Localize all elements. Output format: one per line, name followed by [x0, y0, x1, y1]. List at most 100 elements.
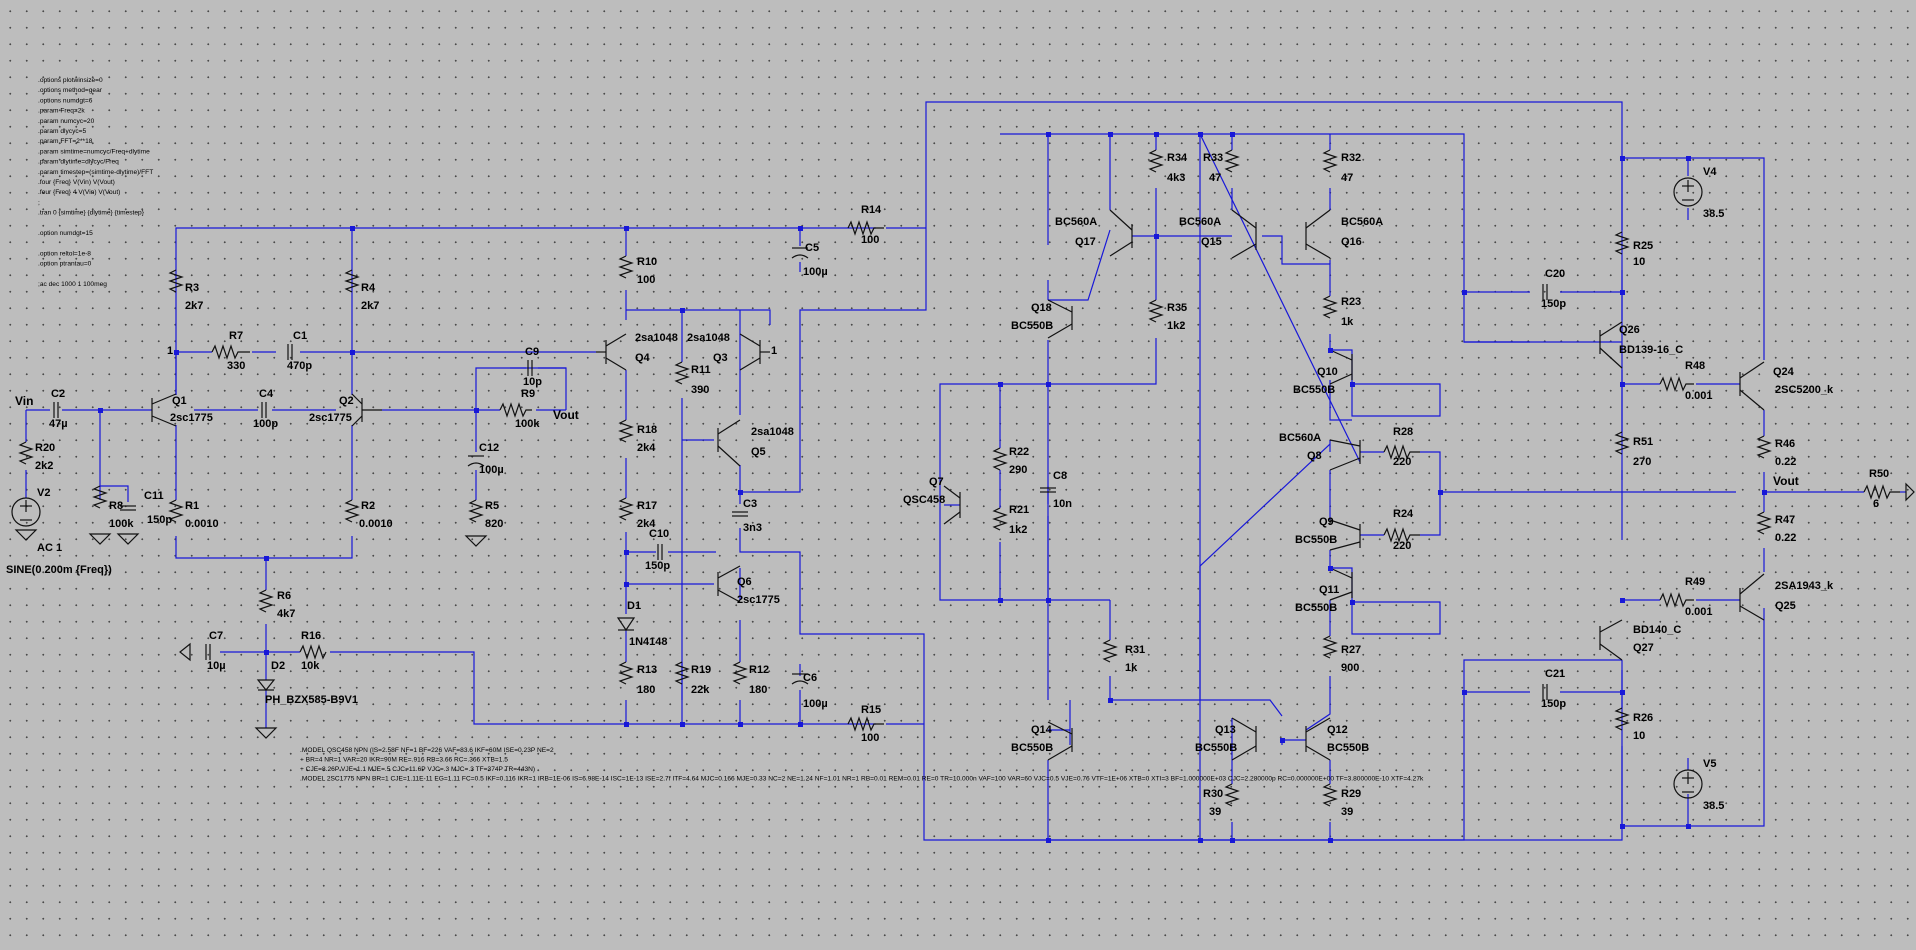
- label: 38.5: [1703, 208, 1724, 220]
- label: 150p: [645, 560, 670, 572]
- label: 100µ: [803, 698, 828, 710]
- resistor-R31: [1102, 639, 1118, 663]
- transistor-Q3: [739, 333, 770, 371]
- label: 2sc1775: [170, 412, 213, 424]
- label: R9: [521, 388, 535, 400]
- spice-model-line: + CJE=8.26P VJE=1.1 MJE=.5 CJC=11.6P VJC…: [300, 766, 535, 773]
- resistor-R28: [1383, 444, 1420, 460]
- label: 2sc1775: [737, 594, 780, 606]
- label: Q7: [929, 476, 944, 488]
- capacitor-C4: [261, 402, 267, 418]
- label: C3: [743, 498, 757, 510]
- resistor-R47: [1756, 511, 1772, 535]
- label: Q17: [1075, 236, 1096, 248]
- resistor-R29: [1322, 783, 1338, 807]
- label: C5: [805, 242, 819, 254]
- label: 290: [1009, 464, 1027, 476]
- capacitor-C8: [1040, 487, 1056, 493]
- label: R8: [109, 500, 123, 512]
- label: 1k2: [1167, 320, 1185, 332]
- resistor-R8: [92, 485, 108, 509]
- label: 2sa1048: [687, 332, 730, 344]
- label: R6: [277, 590, 291, 602]
- transistor-Q13: [1231, 717, 1257, 761]
- label: 4k3: [1167, 172, 1185, 184]
- transistor-Q9: [1329, 519, 1361, 551]
- label: R26: [1633, 712, 1653, 724]
- resistor-R23: [1322, 295, 1338, 319]
- label: 2SA1943_k: [1775, 580, 1834, 592]
- label: R3: [185, 282, 199, 294]
- label: 220: [1393, 456, 1411, 468]
- spice-directive-line: .param numcyc=20: [38, 118, 95, 125]
- label: 2k7: [185, 300, 203, 312]
- spice-directives[interactable]: .options plotwinsize=0.options method=ge…: [38, 77, 153, 288]
- voltage-source-V4: [1673, 177, 1703, 207]
- transistor-Q15: [1231, 209, 1257, 259]
- label: BC550B: [1011, 742, 1053, 754]
- label: C12: [479, 442, 499, 454]
- capacitor-C21: [1542, 684, 1548, 700]
- spice-directive-line: ;ac dec 1000 1 100meg: [38, 281, 107, 288]
- label: Q26: [1619, 324, 1640, 336]
- label: BC560A: [1055, 216, 1097, 228]
- label: 100: [861, 732, 879, 744]
- spice-model-line: + BR=4 NR=1 VAR=20 IKR=90M RE=.916 RB=3.…: [300, 757, 508, 764]
- capacitor-C12: [467, 455, 485, 467]
- label: R15: [861, 704, 881, 716]
- resistor-R5: [468, 499, 484, 523]
- label: R21: [1009, 504, 1029, 516]
- spice-directive-line: .four {Freq} V(Vin) V(Vout): [38, 179, 115, 186]
- wires: [25, 101, 1906, 841]
- label: QSC458: [903, 494, 945, 506]
- transistor-Q17: [1109, 209, 1133, 257]
- label: 100µ: [803, 266, 828, 278]
- label: 2k4: [637, 518, 656, 530]
- resistor-R50: [1863, 484, 1900, 500]
- label: 47: [1209, 172, 1221, 184]
- label: 10: [1633, 256, 1645, 268]
- label: C4: [259, 388, 274, 400]
- spice-directive-line: .tran 0 {simtime} {dlytime} {timestep}: [38, 210, 145, 217]
- spice-models[interactable]: .MODEL QSC458 NPN (IS=2.58F NF=1 BF=226 …: [300, 747, 1424, 783]
- spice-directive-line: .param simtime=numcyc/Freq+dlytime: [38, 148, 150, 155]
- label: Q11: [1319, 584, 1339, 596]
- label: 38.5: [1703, 800, 1724, 812]
- label: R49: [1685, 576, 1705, 588]
- label: C8: [1053, 470, 1067, 482]
- label: R7: [229, 330, 243, 342]
- resistor-R1: [168, 499, 184, 523]
- label: C20: [1545, 268, 1565, 280]
- label: 10n: [1053, 498, 1072, 510]
- label: Q3: [713, 352, 728, 364]
- capacitor-C1: [287, 344, 293, 360]
- label: 1N4148: [629, 636, 668, 648]
- diode-D2: [256, 679, 276, 691]
- label: R24: [1393, 508, 1414, 520]
- resistor-R33: [1224, 149, 1240, 173]
- label: R2: [361, 500, 375, 512]
- label: 470p: [287, 360, 312, 372]
- label: R28: [1393, 426, 1413, 438]
- label: 100µ: [479, 464, 504, 476]
- spice-directive-line: .param Freq=2k: [38, 108, 85, 115]
- transistor-Q27: [1599, 619, 1623, 661]
- label: V4: [1703, 166, 1717, 178]
- resistors: [18, 149, 1900, 807]
- label: C1: [293, 330, 307, 342]
- label: BC560A: [1179, 216, 1221, 228]
- spice-directive-line: .options plotwinsize=0: [38, 77, 103, 84]
- transistors: [151, 209, 1765, 761]
- resistor-R14: [847, 220, 884, 236]
- transistor-Q6: [717, 565, 741, 603]
- label: 2k7: [361, 300, 379, 312]
- transistor-Q14: [1047, 721, 1073, 761]
- resistor-R13: [618, 661, 634, 685]
- resistor-R12: [732, 661, 748, 685]
- label: 180: [749, 684, 767, 696]
- transistor-Q5: [717, 419, 741, 467]
- label: 150p: [1541, 298, 1566, 310]
- label: R48: [1685, 360, 1705, 372]
